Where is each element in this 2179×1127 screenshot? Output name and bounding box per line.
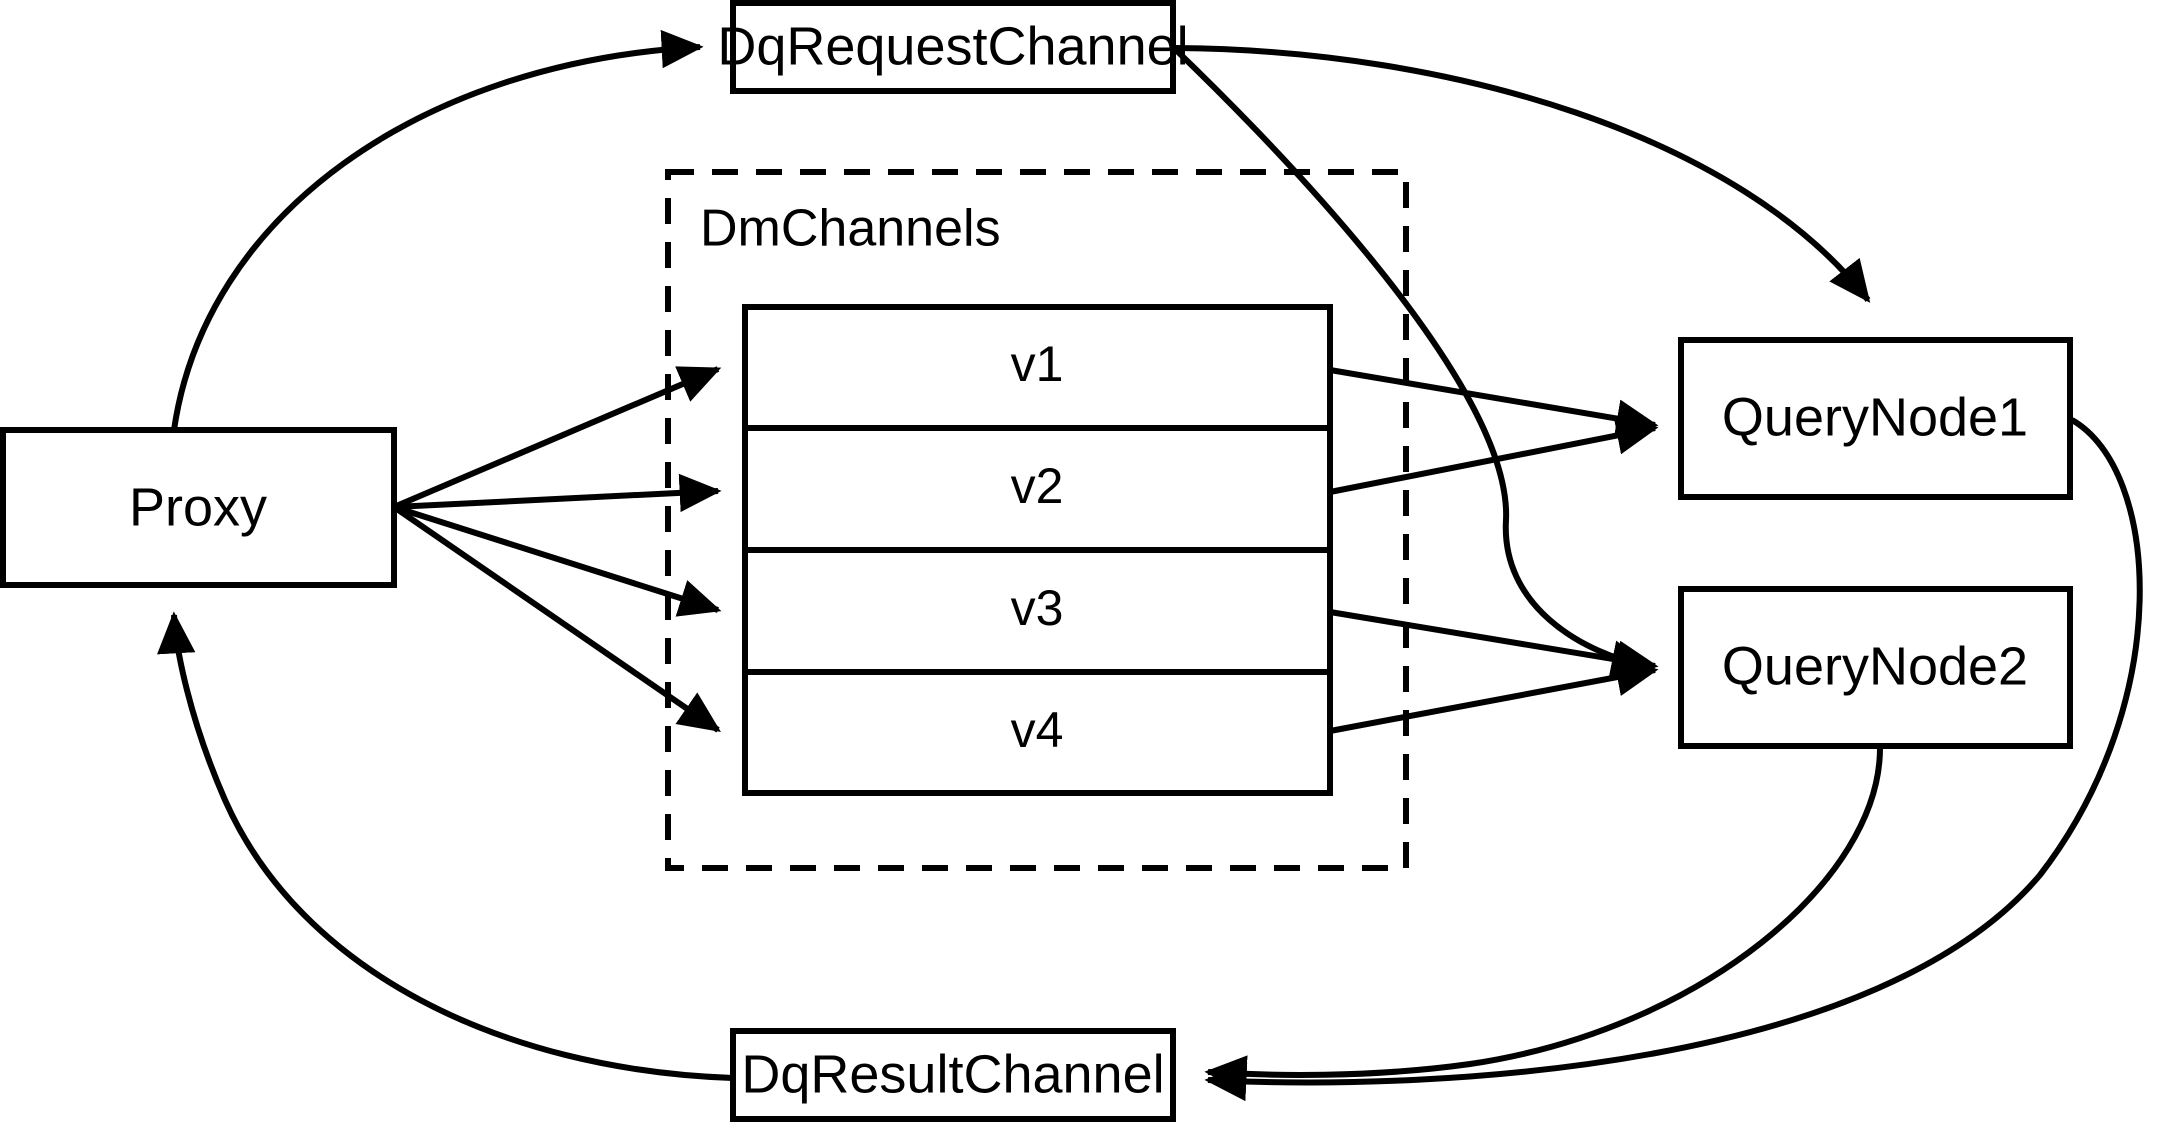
edge-proxy-to-dqrequestchannel xyxy=(171,29,704,431)
node-querynode1-label: QueryNode1 xyxy=(1722,387,2028,447)
channel-row-v2: v2 xyxy=(1011,458,1064,514)
edge-proxy-to-v4 xyxy=(392,504,721,733)
edge-v4-to-querynode2 xyxy=(1329,658,1659,734)
node-querynode2-label: QueryNode2 xyxy=(1722,636,2028,696)
edge-dqrequestchannel-to-querynode1 xyxy=(1175,45,1871,303)
node-querynode2-box[interactable] xyxy=(1678,586,2073,749)
channel-row-v1: v1 xyxy=(1011,336,1064,392)
edge-v2-to-querynode1 xyxy=(1329,416,1659,495)
edge-v3-to-querynode2 xyxy=(1329,609,1659,679)
node-dqresultchannel-box[interactable] xyxy=(730,1028,1176,1122)
node-proxy-box[interactable] xyxy=(0,427,397,588)
node-dqresultchannel-label: DqResultChannel xyxy=(741,1044,1164,1104)
channel-row-v4: v4 xyxy=(1011,702,1064,758)
node-dqrequestchannel-label: DqRequestChannel xyxy=(717,16,1188,76)
edge-dqresultchannel-to-proxy xyxy=(157,611,734,1081)
edge-querynode2-to-dqresultchannel xyxy=(1204,747,1883,1094)
dmchannels-group-label: DmChannels xyxy=(700,200,1001,258)
node-proxy-label: Proxy xyxy=(129,477,267,537)
channel-row-v3: v3 xyxy=(1011,580,1064,636)
edge-proxy-to-v1 xyxy=(392,366,722,510)
edge-proxy-to-v3 xyxy=(393,504,722,617)
dmchannels-group-box xyxy=(665,169,1409,871)
edge-querynode1-to-dqresultchannel xyxy=(1204,417,2143,1102)
edge-v1-to-querynode1 xyxy=(1329,367,1659,438)
node-querynode1-box[interactable] xyxy=(1678,337,2073,500)
node-dqrequestchannel-box[interactable] xyxy=(730,0,1176,94)
edge-proxy-to-v2 xyxy=(393,473,722,513)
